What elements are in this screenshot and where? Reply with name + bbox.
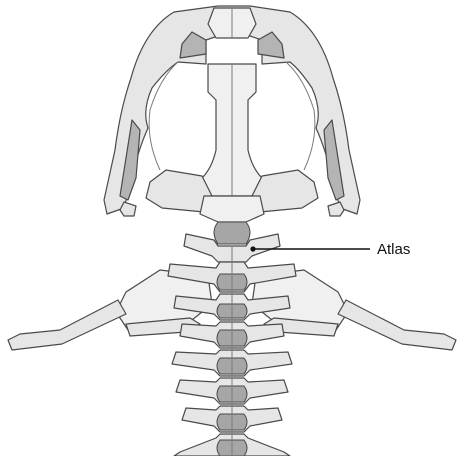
right-jaw-tip (328, 202, 344, 216)
atlas-label: Atlas (377, 241, 410, 258)
left-jaw-tip (120, 202, 136, 216)
left-humerus (8, 300, 126, 350)
skull (104, 6, 360, 222)
right-humerus (338, 300, 456, 350)
vertebral-column (168, 246, 296, 456)
atlas-cotyle (214, 222, 250, 244)
occipital (200, 196, 264, 222)
